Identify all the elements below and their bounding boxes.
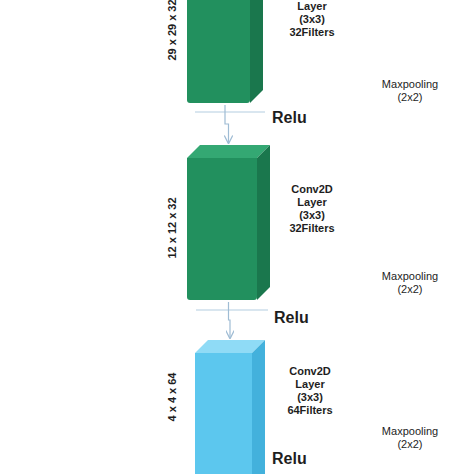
layer-description: Conv2D Layer (3x3) 32Filters (289, 183, 334, 235)
pooling-label: Maxpooling (2x2) (382, 78, 438, 104)
layer-block: 29 x 29 x 32Layer (3x3) 32Filters (187, 0, 263, 103)
layer-description: Layer (3x3) 32Filters (289, 0, 334, 39)
tick-line (196, 310, 268, 311)
activation-label: Relu (272, 450, 307, 468)
dimension-label: 4 x 4 x 64 (166, 373, 178, 422)
pooling-label: Maxpooling (2x2) (382, 270, 438, 296)
activation-label: Relu (274, 309, 309, 327)
layer-description: Conv2D Layer (3x3) 64Filters (287, 365, 332, 417)
prism-side (257, 145, 270, 300)
pooling-label: Maxpooling (2x2) (382, 425, 438, 451)
prism-side (252, 340, 265, 474)
layer-block: 12 x 12 x 32Conv2D Layer (3x3) 32Filters (187, 145, 270, 300)
tensor-prism (187, 0, 263, 103)
prism-front (187, 158, 257, 300)
flow-connector (229, 302, 231, 338)
dimension-label: 12 x 12 x 32 (166, 197, 178, 258)
dimension-label: 29 x 29 x 32 (166, 0, 178, 61)
tick-line (195, 112, 265, 113)
layer-block: 4 x 4 x 64Conv2D Layer (3x3) 64Filters (195, 340, 265, 474)
prism-front (195, 353, 252, 474)
tensor-prism (195, 340, 265, 474)
flow-connector (225, 105, 229, 143)
activation-label: Relu (272, 109, 307, 127)
tensor-prism (187, 145, 270, 300)
prism-front (187, 0, 250, 103)
prism-side (250, 0, 263, 103)
prism-top (187, 145, 270, 158)
